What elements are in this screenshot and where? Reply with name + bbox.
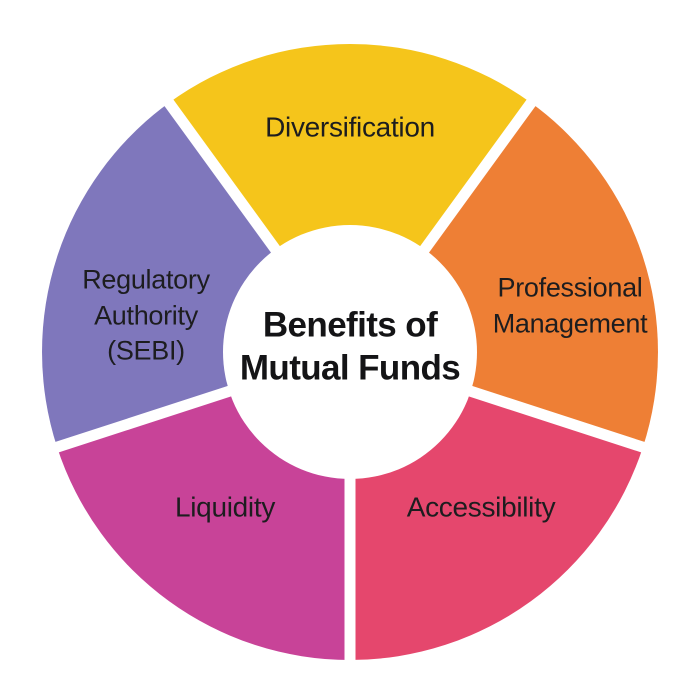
chart-center-title: Benefits of Mutual Funds <box>210 304 490 389</box>
donut-hole <box>223 225 477 479</box>
segment-label-liquidity: Liquidity <box>174 491 276 523</box>
segment-label-professional-management: Professional Management <box>492 272 648 338</box>
center-title-line-1: Benefits of <box>262 305 438 345</box>
segment-label-accessibility: Accessibility <box>406 491 556 523</box>
segment-label-regulatory-authority-sebi: Regulatory Authority (SEBI) <box>82 264 210 366</box>
segment-label-diversification: Diversification <box>265 111 435 143</box>
segment-diversification <box>169 44 531 352</box>
center-title-line-2: Mutual Funds <box>239 348 461 387</box>
